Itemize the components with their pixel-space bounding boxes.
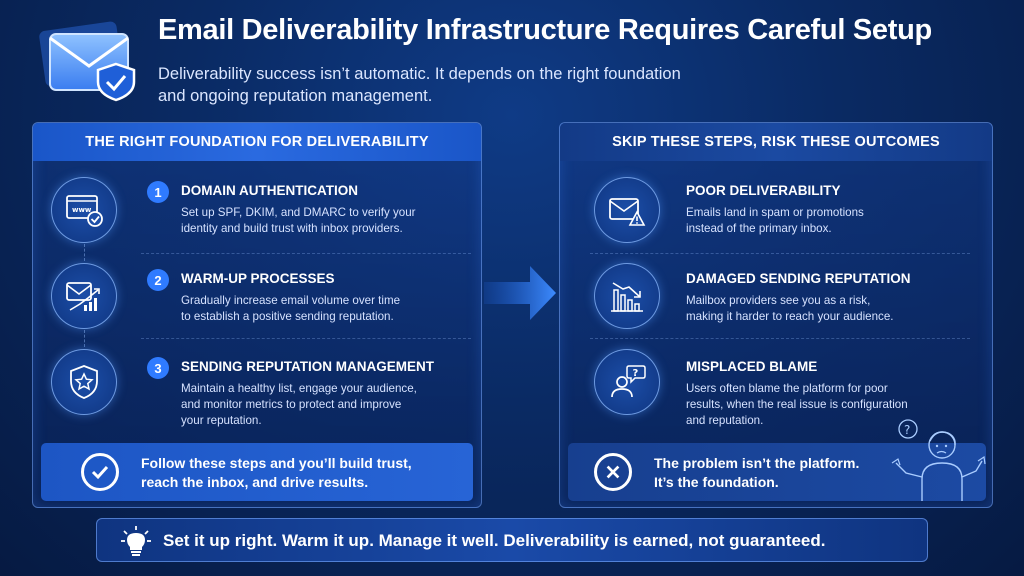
email-growth-chart-icon	[51, 263, 117, 329]
svg-text:www: www	[72, 206, 92, 214]
check-icon	[81, 453, 119, 491]
warm-up-processes-title: WARM-UP PROCESSES	[181, 271, 335, 286]
declining-chart-icon	[594, 263, 660, 329]
confused-person-icon: ?	[891, 419, 986, 501]
step-number-2: 2	[147, 269, 169, 291]
sending-reputation-management-title: SENDING REPUTATION MANAGEMENT	[181, 359, 434, 374]
outcomes-panel: SKIP THESE STEPS, RISK THESE OUTCOMES PO…	[559, 122, 993, 508]
email-shield-icon	[39, 21, 136, 102]
page-title: Email Deliverability Infrastructure Requ…	[158, 14, 932, 46]
step-number-3: 3	[147, 357, 169, 379]
misplaced-blame-desc: Users often blame the platform for poor …	[686, 382, 908, 427]
arrow-right-icon	[484, 266, 556, 320]
outcomes-callout-text: The problem isn’t the platform. It’s the…	[654, 455, 860, 490]
outcomes-callout: The problem isn’t the platform. It’s the…	[568, 443, 986, 501]
domain-authentication-desc: Set up SPF, DKIM, and DMARC to verify yo…	[181, 206, 416, 235]
foundation-panel-heading: THE RIGHT FOUNDATION FOR DELIVERABILITY	[33, 123, 481, 161]
svg-text:?: ?	[633, 368, 639, 379]
step-number-1: 1	[147, 181, 169, 203]
footer-tagline: Set it up right. Warm it up. Manage it w…	[163, 531, 826, 550]
poor-deliverability-title: POOR DELIVERABILITY	[686, 183, 841, 198]
www-browser-check-icon: www	[51, 177, 117, 243]
foundation-panel: THE RIGHT FOUNDATION FOR DELIVERABILITY …	[32, 122, 482, 508]
page-subtitle: Deliverability success isn’t automatic. …	[158, 65, 681, 105]
lightbulb-icon	[121, 526, 151, 556]
damaged-sending-reputation-title: DAMAGED SENDING REPUTATION	[686, 271, 911, 286]
warm-up-processes-desc: Gradually increase email volume over tim…	[181, 294, 401, 323]
misplaced-blame-title: MISPLACED BLAME	[686, 359, 818, 374]
domain-authentication-title: DOMAIN AUTHENTICATION	[181, 183, 358, 198]
svg-text:?: ?	[904, 423, 910, 437]
user-question-icon: ?	[594, 349, 660, 415]
foundation-callout-text: Follow these steps and you’ll build trus…	[141, 455, 412, 490]
x-icon	[594, 453, 632, 491]
footer-banner: Set it up right. Warm it up. Manage it w…	[96, 518, 928, 562]
sending-reputation-management-desc: Maintain a healthy list, engage your aud…	[181, 382, 417, 427]
poor-deliverability-desc: Emails land in spam or promotions instea…	[686, 206, 864, 235]
shield-star-icon	[51, 349, 117, 415]
email-warning-icon	[594, 177, 660, 243]
damaged-sending-reputation-desc: Mailbox providers see you as a risk, mak…	[686, 294, 894, 323]
foundation-callout: Follow these steps and you’ll build trus…	[41, 443, 473, 501]
outcomes-panel-heading: SKIP THESE STEPS, RISK THESE OUTCOMES	[560, 123, 992, 161]
